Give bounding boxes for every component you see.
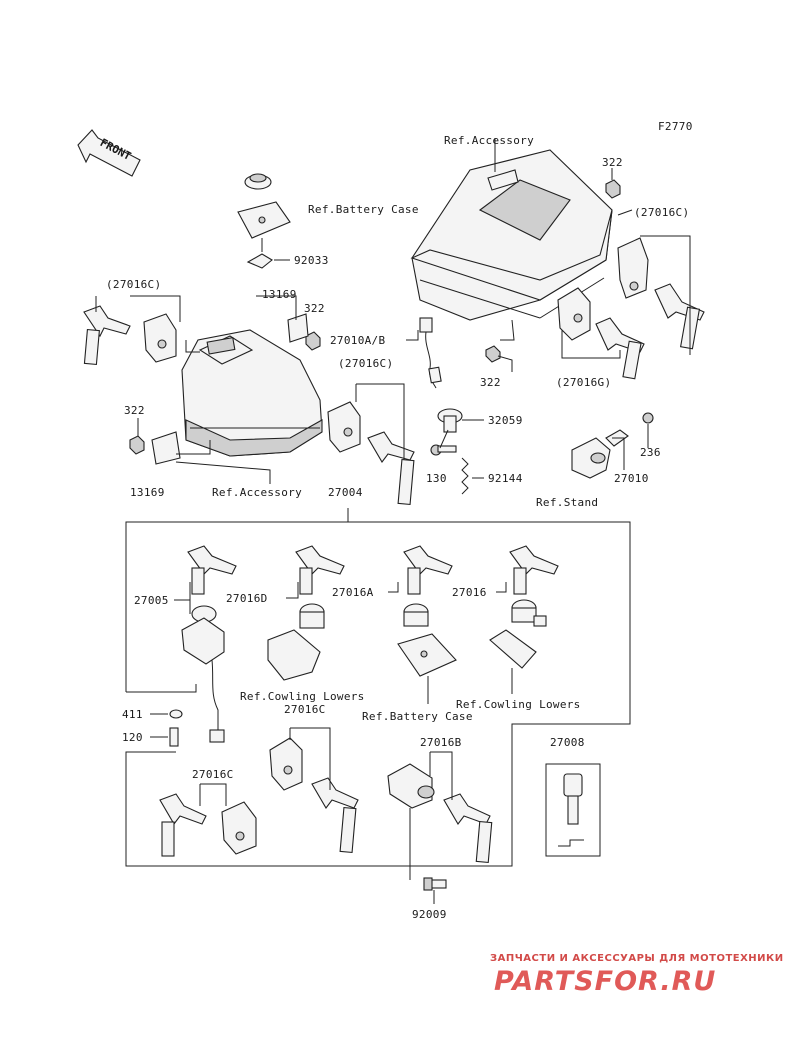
spring-92144-icon [461,457,469,495]
label-27004: 27004 [328,486,363,499]
clip-92033-icon [246,253,273,269]
label-322-b: 322 [304,302,325,315]
cowling-lower-lock-right-icon [489,629,537,669]
accessory-case-right-lock2-icon [557,287,591,341]
label-32059: 32059 [488,414,523,427]
label-27016C-left: (27016C) [106,278,161,291]
nut-322-top-icon [605,179,621,199]
lock-cylinder-27016A-icon [403,603,429,627]
label-411: 411 [122,708,143,721]
label-27016B: 27016B [420,736,462,749]
case-lock-mid-icon [327,401,361,453]
label-322-a: 322 [602,156,623,169]
label-322-c: 322 [480,376,501,389]
screw-120-icon [169,727,179,747]
accessory-case-right-lock-icon [617,237,649,299]
label-ref-battery-case-box: Ref.Battery Case [362,710,473,723]
lock-cylinder-32059-icon [437,408,463,433]
label-27016C-low: 27016C [192,768,234,781]
washer-411-icon [169,709,183,719]
label-92009: 92009 [412,908,447,921]
bolt-92009-icon [423,877,447,891]
label-ref-accessory-bottom: Ref.Accessory [212,486,302,499]
screw-236-icon [642,412,654,424]
key-27016D-icon [295,545,345,595]
label-27016C-a: (27016C) [634,206,689,219]
battery-case-plate-icon [397,633,457,677]
key-27016C-low-icon [159,793,207,857]
label-ref-stand: Ref.Stand [536,496,598,509]
key-left-top-icon [83,305,131,366]
key-27016C-box-icon [311,777,359,854]
key-right-mid-icon [595,317,645,380]
key-27016A-icon [403,545,453,595]
key-blank-27008-icon [558,773,584,847]
grommet-icon [244,173,272,190]
label-27016G: (27016G) [556,376,611,389]
key-right-top-icon [654,283,705,350]
key-mid-icon [367,431,415,506]
watermark-brand: PARTSFOR.RU [494,966,716,997]
lock-cylinder-27016D-icon [299,603,325,629]
accessory-case-right-icon [410,149,613,321]
label-92033: 92033 [294,254,329,267]
battery-cover-plate-icon [237,201,291,239]
label-27008: 27008 [550,736,585,749]
accessory-case-left-icon [181,329,323,457]
seat-lock-27016B-icon [387,763,435,809]
label-13169-b: 13169 [130,486,165,499]
label-27016C-box: 27016C [284,703,326,716]
label-27005: 27005 [134,594,169,607]
lock-cylinder-27016-icon [511,599,547,627]
label-ref-cowling-lowers-b: Ref.Cowling Lowers [456,698,581,711]
switch-27010AB-icon [419,317,442,389]
case-lock-left-icon [143,313,177,363]
nut-322-bottom-left-icon [129,435,145,455]
ignition-switch-27005-icon [181,605,225,743]
key-27005-icon [187,545,237,595]
label-236: 236 [640,446,661,459]
nut-322-left-icon [305,331,321,351]
key-27016-icon [509,545,559,595]
label-ref-accessory-top: Ref.Accessory [444,134,534,147]
label-27016A: 27016A [332,586,374,599]
label-ref-cowling-lowers-a: Ref.Cowling Lowers [240,690,365,703]
front-arrow-icon: FRONT [77,129,141,177]
cowling-lower-lock-left-icon [267,629,321,681]
nut-322-mid-icon [485,345,501,363]
label-120: 120 [122,731,143,744]
key-blank-27008-frame [545,763,601,857]
plate-13169-bottom-icon [151,431,181,465]
bolt-130-icon [430,444,457,456]
figure-code: F2770 [658,120,693,133]
label-27016D: 27016D [226,592,268,605]
label-27010AB: 27010A/B [330,334,385,347]
key-27016B-icon [443,793,493,864]
label-27016C-mid: (27016C) [338,357,393,370]
label-ref-battery-case-top: Ref.Battery Case [308,203,419,216]
case-lock-27016C-box-icon [269,737,303,791]
label-13169-a: 13169 [262,288,297,301]
case-lock-27016C-low-icon [221,801,257,855]
label-92144: 92144 [488,472,523,485]
stand-lock-27010-icon [571,429,629,479]
label-322-d: 322 [124,404,145,417]
label-27016: 27016 [452,586,487,599]
plate-13169-top-icon [287,313,309,343]
watermark-tagline: ЗАПЧАСТИ И АКСЕССУАРЫ ДЛЯ МОТОТЕХНИКИ [490,953,784,964]
label-130: 130 [426,472,447,485]
label-27010: 27010 [614,472,649,485]
